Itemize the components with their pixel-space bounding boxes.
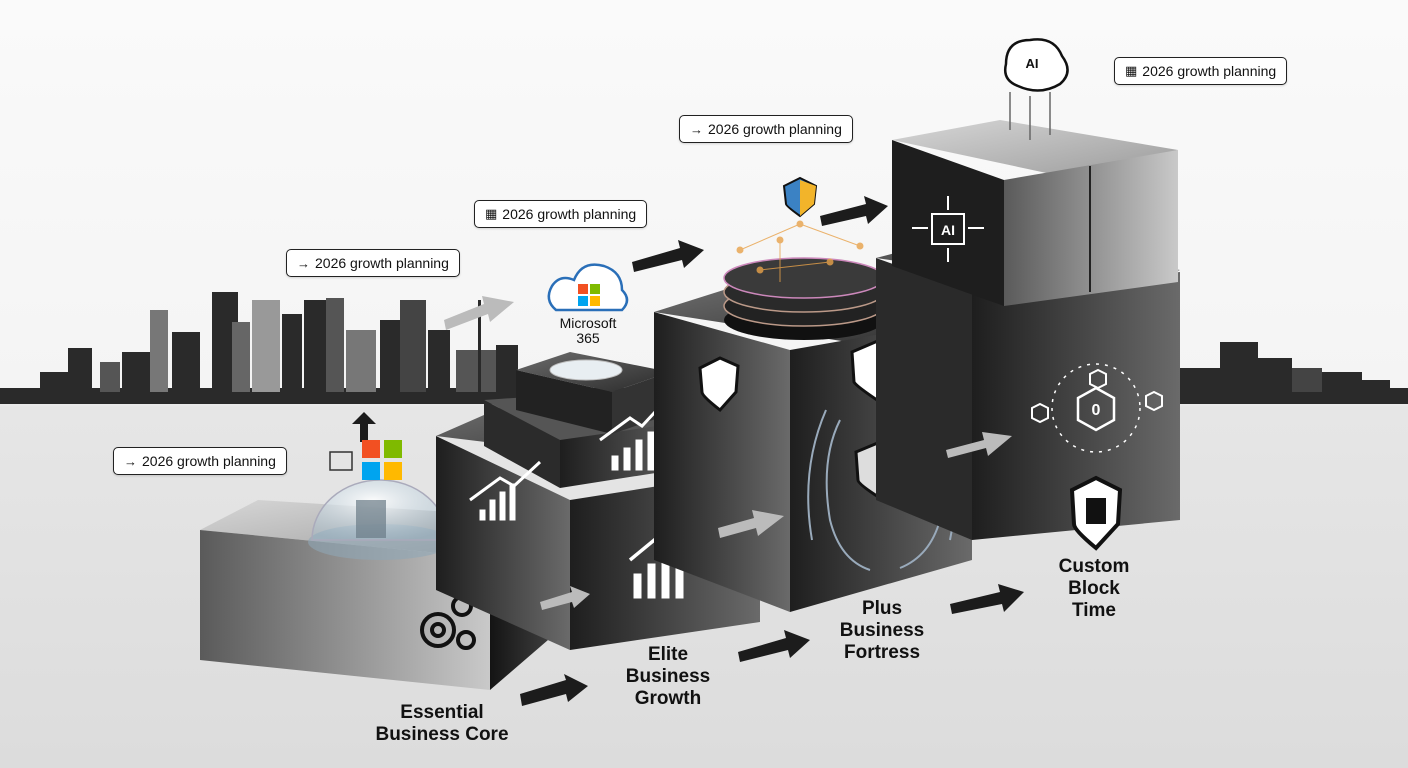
tier-line: Business [625,666,711,687]
tier-line: Business [839,620,925,641]
emblem-shield-icon [1069,475,1123,551]
growth-planning-callout-3: → 2026 growth planning [679,115,853,143]
brain-ai-label: AI [1026,56,1039,71]
callout-text: 2026 growth planning [708,121,842,137]
callout-text: 2026 growth planning [502,206,637,222]
flow-arrows [352,196,1024,706]
calendar-icon: ▦ [485,206,498,221]
microsoft-logo-icon [329,440,402,480]
tier-line: Fortress [843,642,921,663]
callout-text: 2026 growth planning [142,453,276,469]
tier-label-custom: Custom Block Time [1034,556,1154,622]
hexagon-zero-label: 0 [1092,402,1101,419]
tier-line: Time [1071,600,1116,621]
growth-planning-callout-1: → 2026 growth planning [286,249,460,277]
tier-line: Essential [400,702,484,723]
product-line1: Microsoft [559,315,617,331]
tier-line: Elite [647,644,689,665]
tier-line: Growth [634,688,702,709]
product-line2: 365 [576,330,600,346]
tier-block-custom [876,120,1180,540]
tier-line: Plus [861,598,903,619]
arrow-right-icon: → [124,453,137,469]
hexagon-node-icon [1031,363,1163,453]
growth-planning-callout-5: → 2026 growth planning [113,447,287,475]
tier-line: Custom [1058,556,1130,577]
growth-planning-callout-2: ▦ 2026 growth planning [474,200,648,228]
arrow-right-icon: → [297,255,310,271]
growth-planning-callout-4: ▦ 2026 growth planning [1114,57,1288,85]
brain-icon [1004,38,1069,140]
tier-label-plus: Plus Business Fortress [822,598,942,664]
tier-label-elite: Elite Business Growth [608,644,728,710]
tier-line: Business Core [375,724,509,745]
ai-chip-label: AI [941,222,955,238]
calendar-icon: ▦ [1125,63,1138,78]
callout-text: 2026 growth planning [1142,63,1277,79]
ai-chip-icon [912,196,984,262]
microsoft-365-cloud-icon [547,263,629,312]
tier-label-essential: Essential Business Core [362,702,522,746]
callout-text: 2026 growth planning [315,255,449,271]
arrow-right-icon: → [690,121,703,137]
tier-line: Block [1068,578,1120,599]
network-dots-icon [736,220,864,282]
gears-icon [420,595,476,650]
microsoft-365-label: Microsoft 365 [548,316,628,346]
